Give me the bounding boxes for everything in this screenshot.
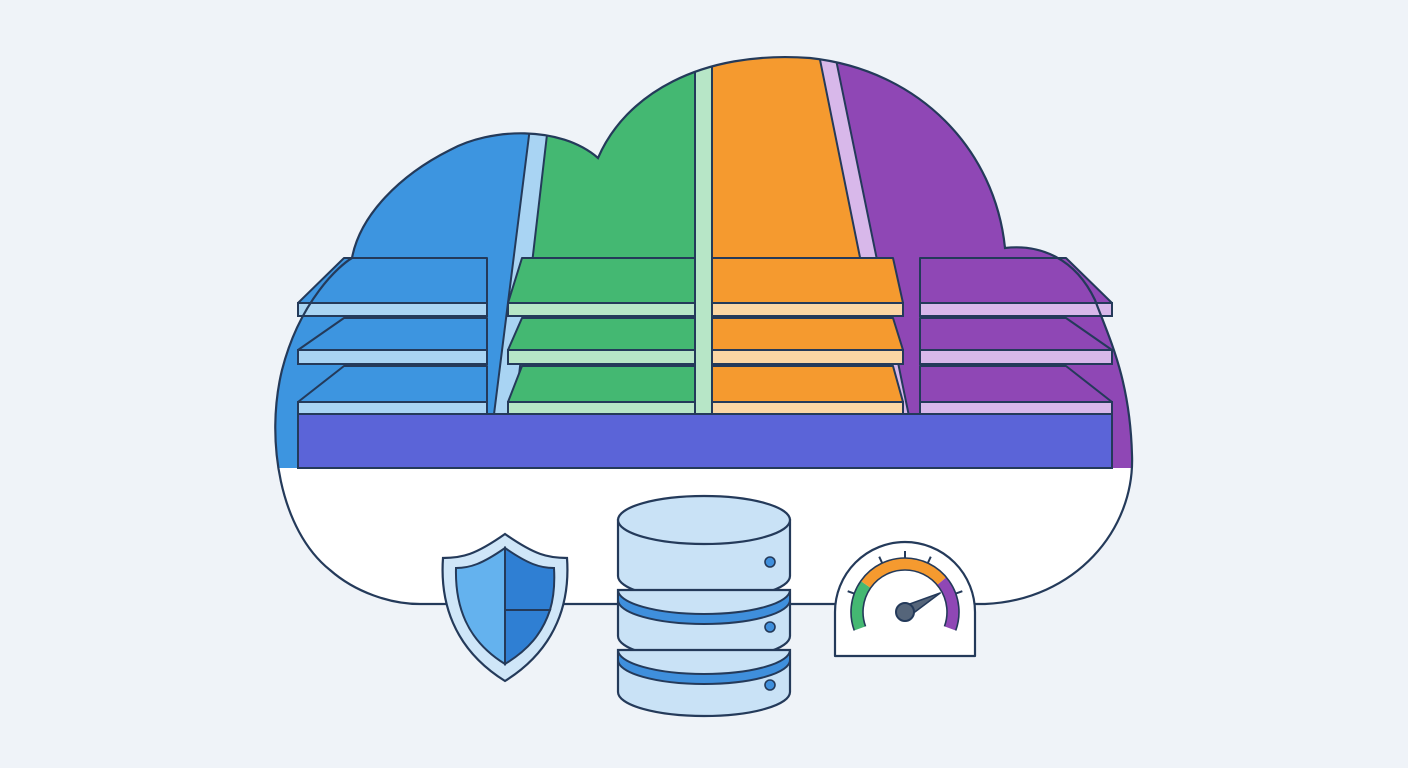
cloud-outline xyxy=(274,56,1134,606)
database-indicator-light xyxy=(764,621,776,633)
storage-shelves xyxy=(297,257,1113,415)
shelf-edge xyxy=(507,302,696,317)
gauge-hub xyxy=(895,602,915,622)
database-band xyxy=(617,649,791,685)
foundation-bar xyxy=(297,413,1113,469)
shelf-edge xyxy=(711,401,904,415)
database-band xyxy=(617,589,791,625)
performance-gauge-icon xyxy=(833,540,977,658)
gauge-arc-outline xyxy=(862,569,948,627)
shelf-edge xyxy=(507,401,696,415)
shelf-edge xyxy=(297,349,488,365)
shelf-edge xyxy=(919,302,1113,317)
shelf-face xyxy=(507,317,696,351)
shelf-face xyxy=(711,257,904,304)
security-shield-icon xyxy=(441,532,569,683)
database-indicator-light xyxy=(764,556,776,568)
database-indicator-light xyxy=(764,679,776,691)
shelf-face xyxy=(507,365,696,403)
shelf-face xyxy=(711,365,904,403)
shelf-edge xyxy=(711,349,904,365)
gauge-tick xyxy=(926,556,932,564)
shelf-edge xyxy=(297,401,488,415)
shelf-face xyxy=(507,257,696,304)
shelf-edge xyxy=(297,302,488,317)
shelf-edge xyxy=(919,401,1113,415)
shelf-edge xyxy=(919,349,1113,365)
partition-divider xyxy=(694,57,713,471)
gauge-tick xyxy=(878,556,884,564)
gauge-arc-green xyxy=(851,581,871,631)
gauge-arc-orange xyxy=(860,558,947,589)
shelf-edge xyxy=(711,302,904,317)
gauge-tick xyxy=(955,590,963,595)
gauge-tick xyxy=(847,590,855,595)
database-top xyxy=(616,494,792,546)
shelf-edge xyxy=(507,349,696,365)
gauge-arc-purple xyxy=(936,577,959,631)
shelf-face xyxy=(711,317,904,351)
database-stack-icon xyxy=(616,494,792,718)
